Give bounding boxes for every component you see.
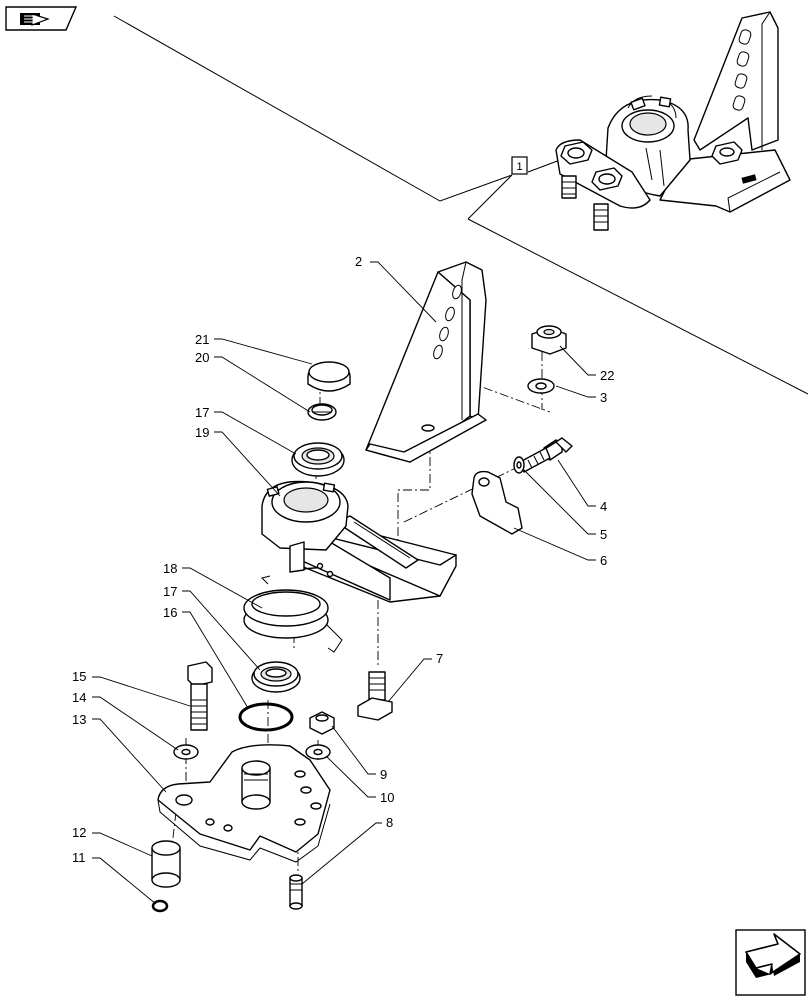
- book-arrow-icon: [20, 13, 50, 26]
- callout-5: 5: [600, 527, 607, 542]
- overview-assembly: [555, 11, 791, 231]
- manual-nav-button[interactable]: [5, 6, 78, 31]
- part-17-upper-bearing: [291, 442, 345, 477]
- leader-lines: [92, 261, 596, 905]
- callout-13: 13: [72, 712, 86, 727]
- callout-20: 20: [195, 350, 209, 365]
- callout-11: 11: [72, 850, 86, 865]
- part-7-bolt: [357, 671, 393, 721]
- assembly-ref-box: 1: [511, 156, 528, 175]
- part-11-ring: [151, 899, 169, 913]
- callout-3: 3: [600, 390, 607, 405]
- callout-6: 6: [600, 553, 607, 568]
- callout-17-upper: 17: [195, 405, 209, 420]
- callout-9: 9: [380, 767, 387, 782]
- callout-2: 2: [355, 254, 362, 269]
- part-9-nut: [309, 711, 335, 735]
- callout-8: 8: [386, 815, 393, 830]
- next-page-button[interactable]: [735, 929, 806, 996]
- part-15-bolt: [187, 661, 213, 731]
- callout-12: 12: [72, 825, 86, 840]
- part-3-washer: [527, 378, 555, 394]
- part-21-cap: [307, 361, 351, 392]
- part-18-spring: [243, 575, 343, 653]
- callout-21: 21: [195, 332, 209, 347]
- callout-22: 22: [600, 368, 614, 383]
- part-16-o-ring: [238, 702, 294, 732]
- assembly-ref-label: 1: [516, 161, 522, 173]
- part-12-sleeve: [151, 840, 181, 888]
- callout-17-lower: 17: [163, 584, 177, 599]
- callout-19: 19: [195, 425, 209, 440]
- callout-10: 10: [380, 790, 394, 805]
- callout-labels: 2 3 4 5 6 7 8 9 10 11 12 13 14 15 16 17 …: [72, 254, 614, 865]
- part-10-washer: [305, 744, 331, 760]
- part-2-bracket: [365, 261, 487, 463]
- callout-4: 4: [600, 499, 607, 514]
- part-5-washer: [513, 456, 525, 474]
- next-arrow-icon: [745, 933, 801, 978]
- part-14-washer: [173, 744, 199, 760]
- callout-18: 18: [163, 561, 177, 576]
- part-19-swivel-housing: [261, 480, 457, 603]
- part-20-snap-ring: [307, 403, 337, 421]
- callout-7: 7: [436, 651, 443, 666]
- part-22-locknut: [531, 325, 567, 355]
- overview-frame-lines: [113, 15, 809, 395]
- callout-15: 15: [72, 669, 86, 684]
- part-4-bolt: [519, 437, 573, 473]
- part-13-base-plate: [157, 744, 331, 863]
- part-8-pin: [289, 874, 303, 910]
- callout-14: 14: [72, 690, 86, 705]
- callout-16: 16: [163, 605, 177, 620]
- part-6-plate: [471, 470, 523, 535]
- part-17-lower-bearing: [251, 661, 301, 693]
